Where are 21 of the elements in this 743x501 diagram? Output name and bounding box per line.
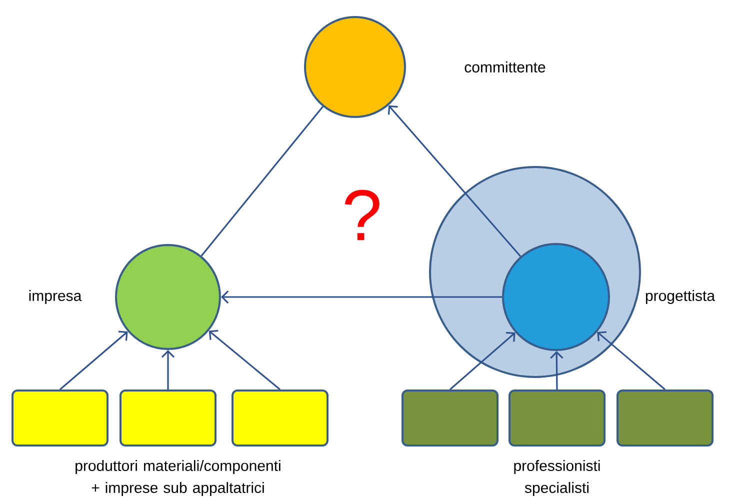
- question-mark: ?: [344, 190, 380, 240]
- box: [12, 390, 108, 446]
- node-label: committente: [464, 62, 546, 72]
- box: [232, 390, 328, 446]
- box: [616, 390, 714, 446]
- arrow: [388, 105, 522, 257]
- arrow: [208, 330, 281, 390]
- arrow: [550, 351, 564, 390]
- box: [508, 390, 606, 446]
- arrow: [449, 332, 516, 390]
- circle: [502, 243, 610, 351]
- arrow: [597, 331, 666, 390]
- arrow: [59, 330, 128, 390]
- caption: professionisti specialisti: [514, 460, 600, 496]
- box: [402, 390, 498, 446]
- box: [120, 390, 216, 446]
- node-label: progettista: [646, 290, 716, 304]
- arrow: [221, 290, 502, 304]
- caption: produttori materiali/componenti + imprese sub appaltatrici: [76, 460, 280, 496]
- node-label: impresa: [29, 290, 82, 304]
- arrow: [161, 350, 175, 390]
